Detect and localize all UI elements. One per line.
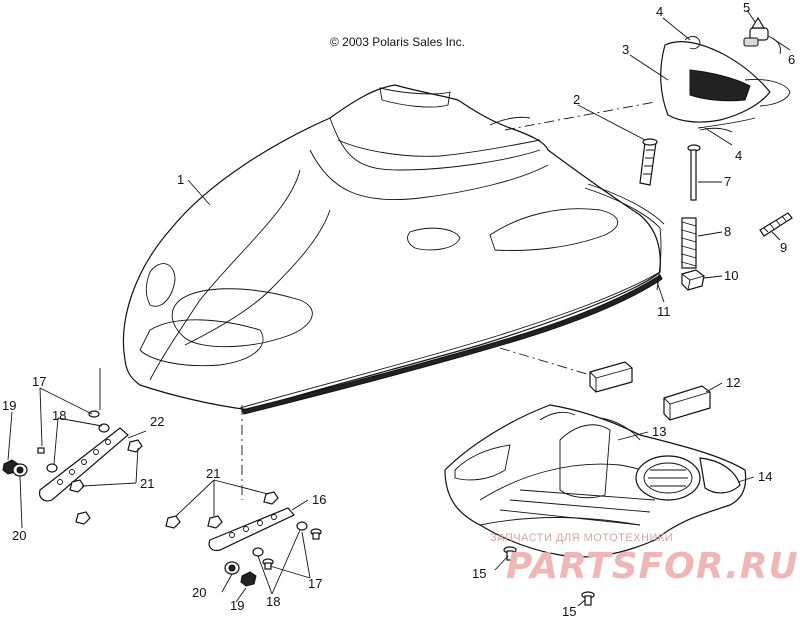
callout-20-center: 20 — [192, 585, 206, 600]
watermark: ЗАПЧАСТИ ДЛЯ МОТОТЕХНИКИ PARTSFOR.RU — [490, 532, 799, 587]
strap-part-9 — [759, 212, 793, 237]
washer-part-18-center-a — [252, 547, 264, 557]
callout-18-center: 18 — [266, 594, 280, 609]
belly-pan-part-14 — [444, 404, 747, 558]
headlight-assembly-part-3 — [660, 40, 791, 129]
callout-19-center: 19 — [230, 598, 244, 613]
callout-5: 5 — [743, 0, 750, 15]
watermark-tagline: ЗАПЧАСТИ ДЛЯ МОТОТЕХНИКИ — [490, 532, 673, 544]
leader-lines — [7, 9, 791, 607]
callout-8: 8 — [724, 224, 731, 239]
callout-4-top: 4 — [656, 4, 663, 19]
nut-part-21-left-c — [75, 511, 91, 525]
callout-22: 22 — [150, 414, 164, 429]
bracket-part-16 — [208, 507, 295, 552]
callout-17-left: 17 — [32, 374, 46, 389]
callout-16: 16 — [312, 492, 326, 507]
callout-7: 7 — [724, 174, 731, 189]
callout-12: 12 — [726, 375, 740, 390]
callout-17-center: 17 — [308, 576, 322, 591]
nut-part-19-center — [240, 571, 257, 587]
washer-part-18-left-a — [98, 423, 110, 433]
washer-part-18-left-b — [46, 463, 58, 473]
callout-4-bottom: 4 — [735, 148, 742, 163]
callout-3: 3 — [622, 42, 629, 57]
screw-part-17-left — [37, 368, 101, 454]
trim-strip-part-11 — [584, 187, 662, 291]
callout-19-left: 19 — [2, 398, 16, 413]
callout-21-center: 21 — [206, 466, 220, 481]
harness-part-6 — [767, 35, 781, 55]
callout-6: 6 — [788, 52, 795, 67]
nut-part-21-center-c — [263, 491, 279, 505]
bracket-part-22 — [39, 427, 129, 502]
callout-9: 9 — [780, 240, 787, 255]
clip-part-4-top — [684, 36, 701, 50]
watermark-logo: PARTSFOR.RU — [506, 546, 799, 587]
callout-2: 2 — [573, 92, 580, 107]
screw-part-15-a — [503, 546, 517, 561]
callout-13: 13 — [652, 424, 666, 439]
screw-part-15-b — [581, 591, 595, 606]
nut-part-21-left-b — [69, 479, 85, 493]
callout-14: 14 — [758, 469, 772, 484]
clip-part-4-bottom — [699, 127, 733, 133]
callout-18-left: 18 — [52, 408, 66, 423]
callout-11: 11 — [657, 304, 671, 319]
nut-part-10 — [681, 269, 705, 291]
nut-part-21-center-b — [207, 515, 223, 529]
bulb-socket-part-5 — [743, 16, 769, 47]
bolt-part-2 — [639, 138, 658, 186]
copyright-text: © 2003 Polaris Sales Inc. — [330, 35, 465, 49]
callout-10: 10 — [724, 268, 738, 283]
nut-part-21-left-a — [127, 439, 143, 453]
callout-15-a: 15 — [472, 566, 486, 581]
foam-block-part-12 — [589, 361, 711, 421]
screw-part-17-center — [262, 528, 322, 570]
screw-part-7 — [687, 144, 701, 201]
callout-15-b: 15 — [562, 604, 576, 619]
washer-part-18-center-b — [296, 521, 308, 531]
nut-part-21-center-a — [165, 515, 181, 529]
spring-part-8 — [681, 217, 697, 269]
callout-1: 1 — [177, 172, 184, 187]
hood-part-1 — [122, 84, 663, 415]
callout-21-left: 21 — [140, 476, 154, 491]
callout-20-left: 20 — [12, 528, 26, 543]
